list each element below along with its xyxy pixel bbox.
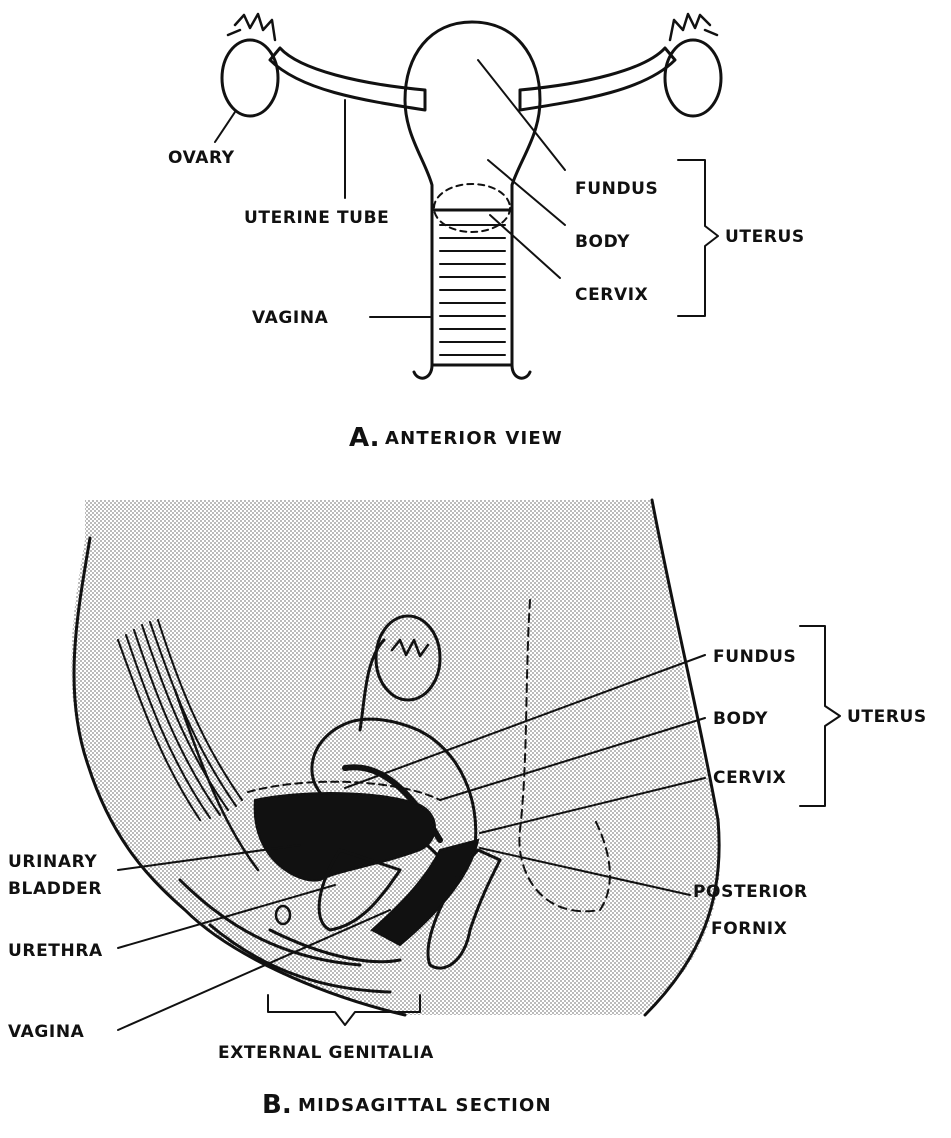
caption-a-letter: A.	[349, 423, 379, 453]
panel-b-uterus-bracket	[800, 626, 840, 806]
label-body-b: BODY	[713, 709, 768, 729]
label-fornix: FORNIX	[711, 919, 787, 939]
label-fundus-a: FUNDUS	[575, 179, 658, 199]
label-posterior: POSTERIOR	[693, 882, 808, 902]
panel-a-anterior-view: OVARY UTERINE TUBE VAGINA FUNDUS BODY CE…	[168, 14, 805, 453]
left-fimbriae	[228, 14, 275, 40]
vaginal-opening-right	[512, 365, 530, 378]
uterus-shape	[405, 22, 540, 210]
label-ovary: OVARY	[168, 148, 235, 168]
caption-a-text: ANTERIOR VIEW	[385, 428, 563, 449]
right-fimbriae	[670, 14, 717, 40]
panel-a-uterus-bracket	[678, 160, 718, 316]
vaginal-rugae	[440, 225, 505, 355]
right-uterine-tube	[520, 48, 675, 110]
label-uterus-a: UTERUS	[725, 227, 805, 247]
left-uterine-tube	[270, 48, 425, 110]
label-cervix-a: CERVIX	[575, 285, 648, 305]
label-uterine-tube: UTERINE TUBE	[244, 208, 389, 228]
label-urethra: URETHRA	[8, 941, 103, 961]
panel-b-midsagittal-section: FUNDUS BODY CERVIX UTERUS URINARY BLADDE…	[8, 500, 927, 1120]
label-vagina-b: VAGINA	[8, 1022, 85, 1042]
caption-b-text: MIDSAGITTAL SECTION	[298, 1095, 552, 1116]
label-body-a: BODY	[575, 232, 630, 252]
caption-b-letter: B.	[262, 1090, 292, 1120]
left-ovary	[222, 40, 278, 116]
label-fundus-b: FUNDUS	[713, 647, 796, 667]
label-external-genitalia: EXTERNAL GENITALIA	[218, 1043, 434, 1063]
label-vagina-a: VAGINA	[252, 308, 329, 328]
label-uterus-b: UTERUS	[847, 707, 927, 727]
label-urinary: URINARY	[8, 852, 97, 872]
label-bladder: BLADDER	[8, 879, 102, 899]
vaginal-opening-left	[414, 365, 432, 378]
right-ovary	[665, 40, 721, 116]
label-cervix-b: CERVIX	[713, 768, 786, 788]
